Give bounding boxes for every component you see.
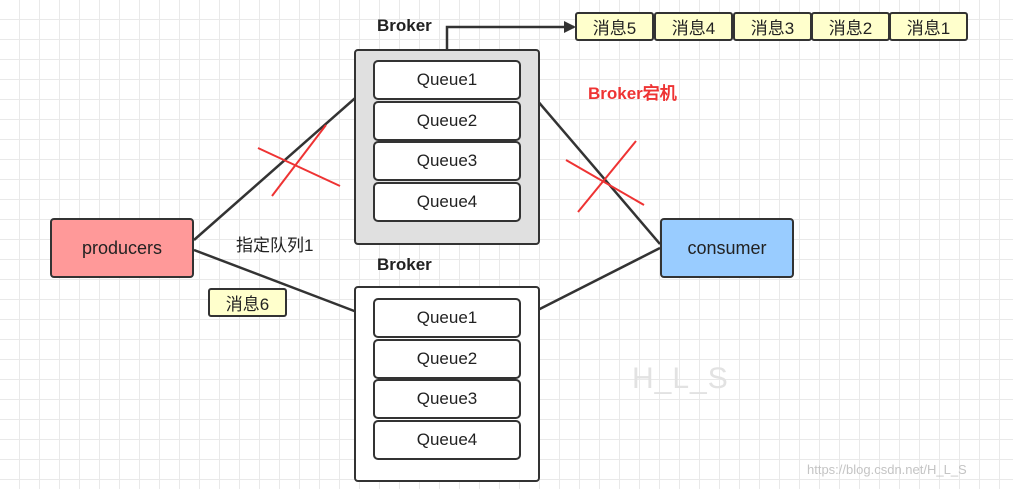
consumer-node: consumer [660, 218, 794, 278]
hls-watermark: H_L_S [632, 362, 729, 395]
message-5: 消息5 [575, 12, 654, 41]
top-queue1: Queue1 [373, 60, 521, 100]
broker-down-label: Broker宕机 [588, 84, 677, 103]
message-2: 消息2 [811, 12, 890, 41]
route-label: 指定队列1 [236, 236, 314, 255]
bottom-queue2: Queue2 [373, 339, 521, 379]
top-broker: Queue1 Queue2 Queue3 Queue4 [354, 49, 540, 245]
pending-message-6: 消息6 [208, 288, 287, 317]
bottom-broker-title: Broker [377, 255, 432, 274]
message-1: 消息1 [889, 12, 968, 41]
bottom-queue1: Queue1 [373, 298, 521, 338]
producers-node: producers [50, 218, 194, 278]
bottom-broker: Queue1 Queue2 Queue3 Queue4 [354, 286, 540, 482]
top-queue3: Queue3 [373, 141, 521, 181]
message-4: 消息4 [654, 12, 733, 41]
top-queue4: Queue4 [373, 182, 521, 222]
failure-cross-producer-link [257, 124, 341, 197]
arrow-consumer-to-bottom-queue1 [522, 246, 661, 319]
failure-cross-consumer-link [565, 140, 645, 213]
blog-credit-watermark: https://blog.csdn.net/H_L_S [807, 462, 967, 477]
arrow-consumer-to-top-queue1 [522, 83, 661, 245]
arrow-producer-to-top-queue1 [193, 83, 372, 241]
bottom-queue3: Queue3 [373, 379, 521, 419]
top-broker-title: Broker [377, 16, 432, 35]
message-3: 消息3 [733, 12, 812, 41]
bottom-queue4: Queue4 [373, 420, 521, 460]
top-queue2: Queue2 [373, 101, 521, 141]
arrow-producer-to-bottom-queue1 [193, 248, 372, 320]
